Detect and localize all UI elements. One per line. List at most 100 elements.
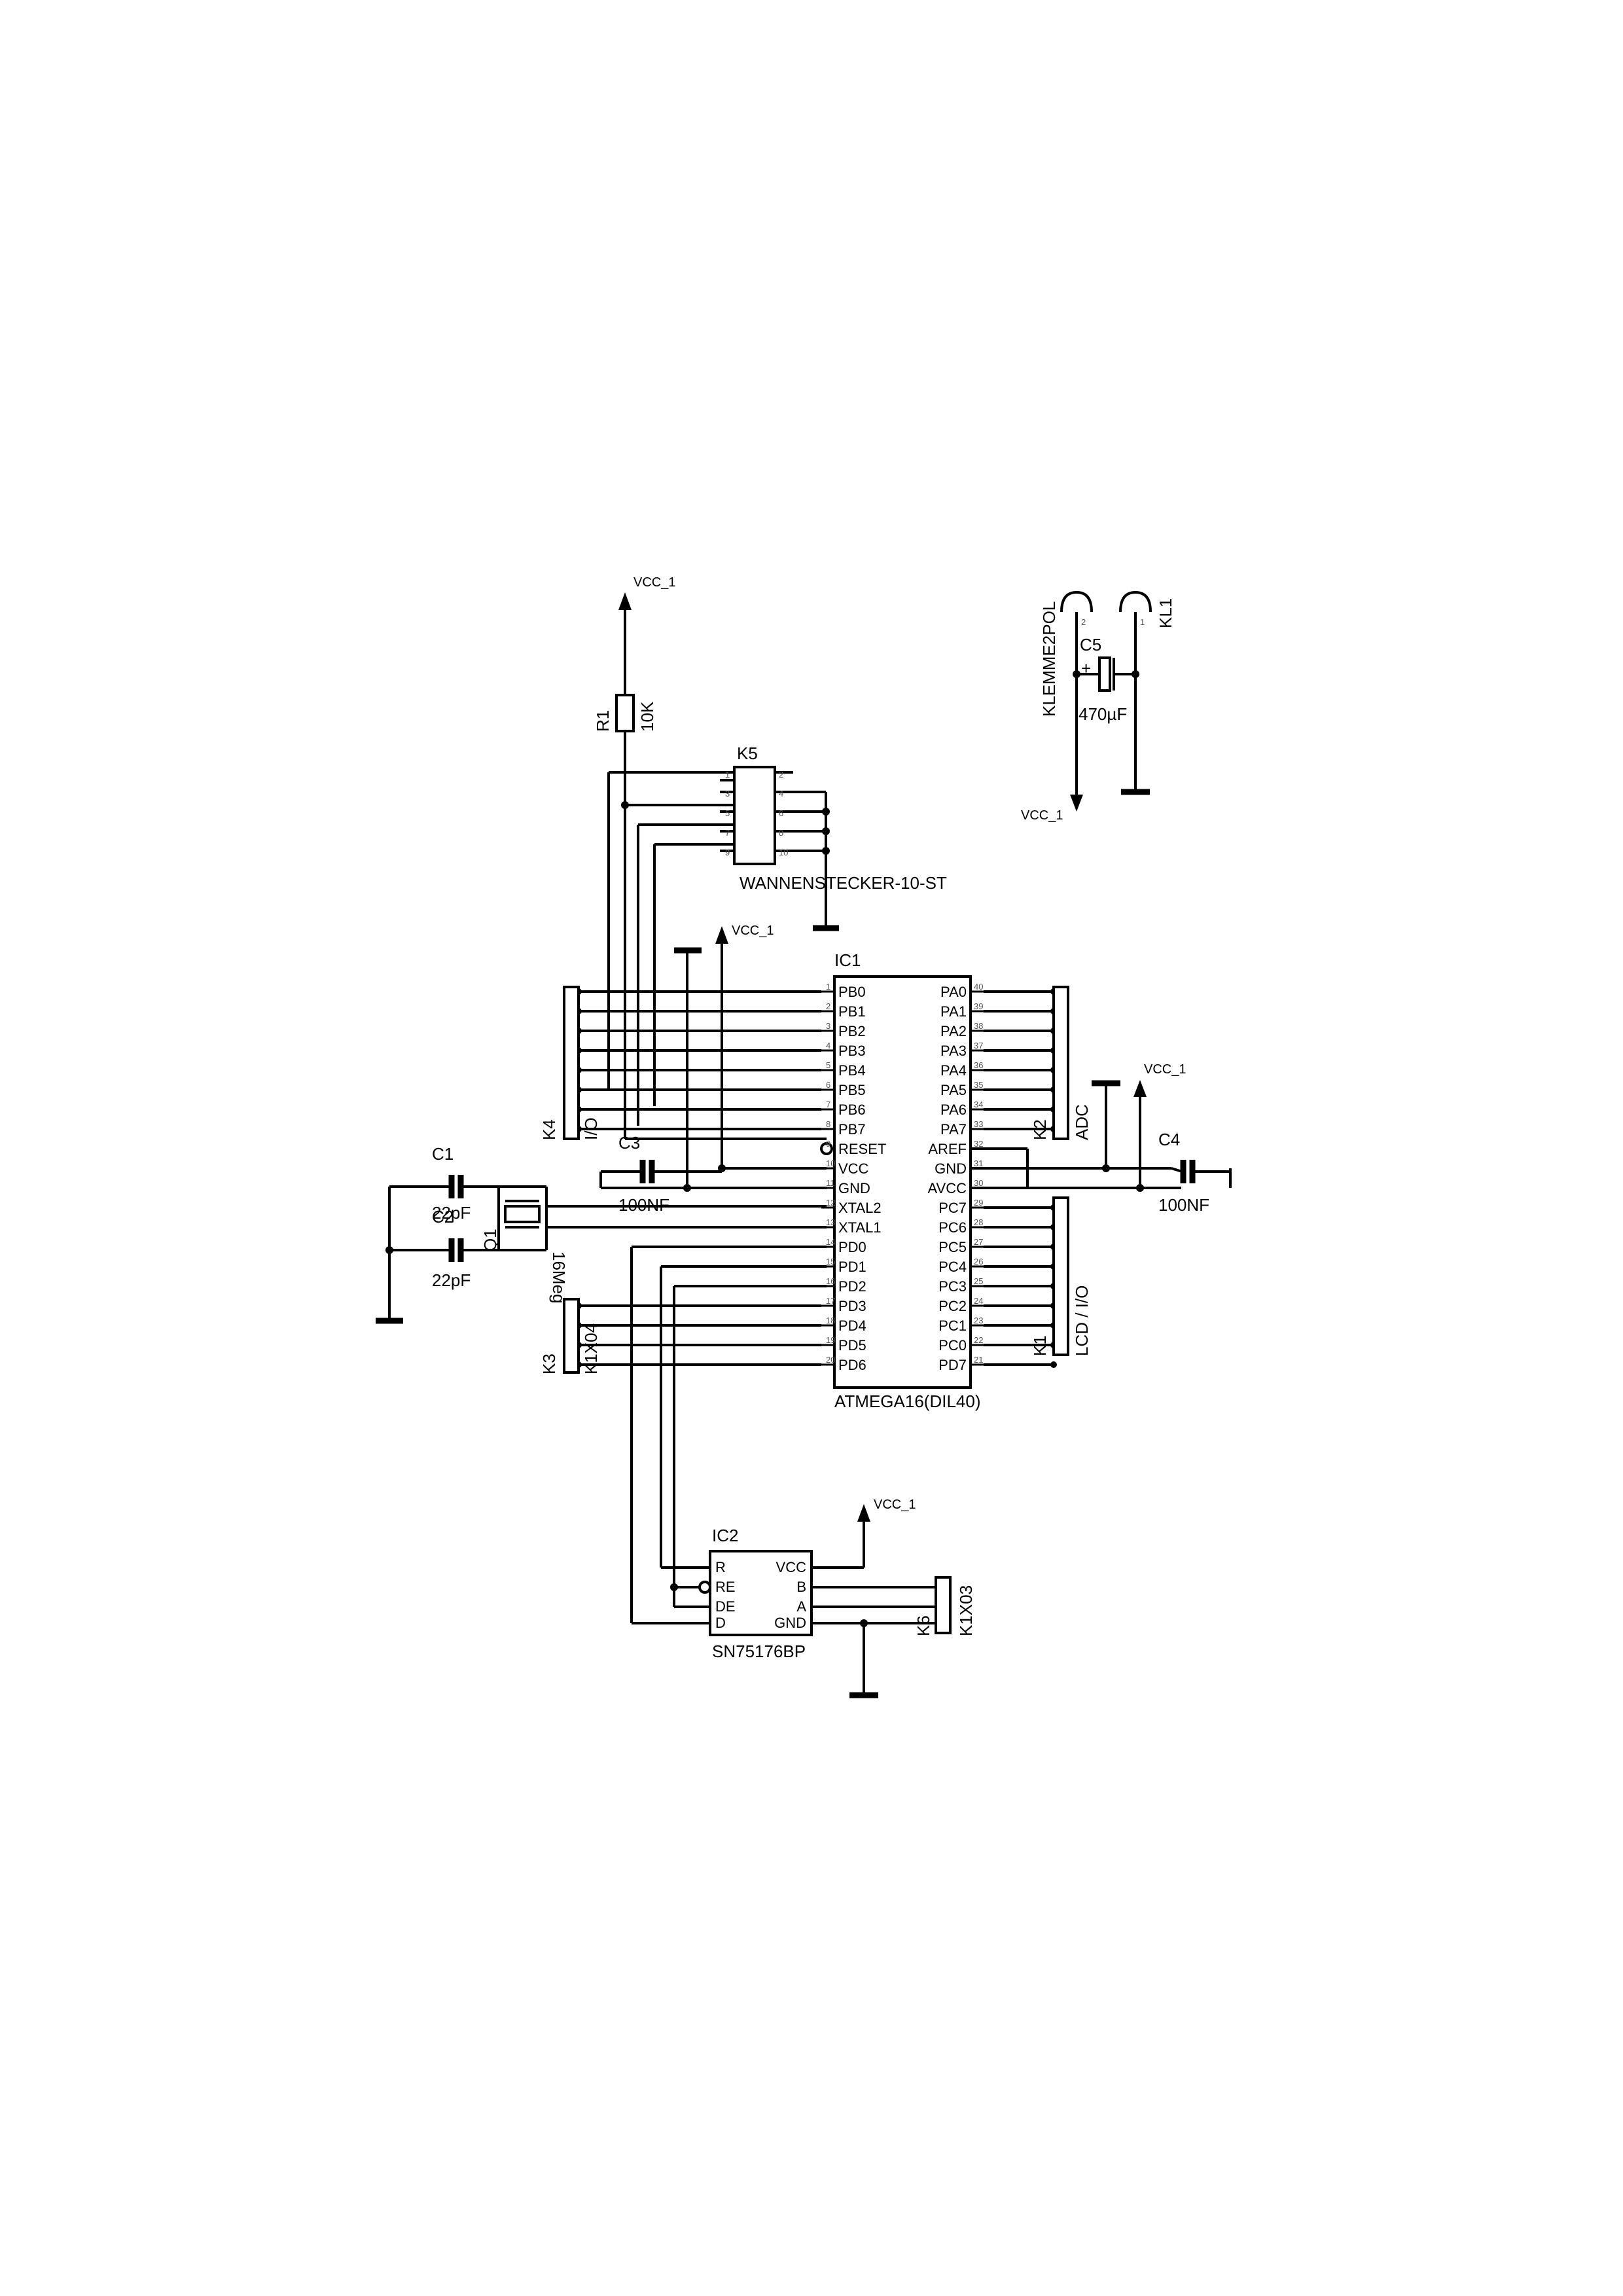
c1-value: 22pF (432, 1203, 471, 1223)
c5-polarity: + (1081, 658, 1091, 678)
k1-body (1052, 1196, 1069, 1356)
rs485-routing (630, 1246, 827, 1624)
k3-value: K1X04 (581, 1323, 601, 1374)
ic1-pin-label-pc4: PC4 (938, 1259, 967, 1275)
ic1-pin-num-34: 34 (974, 1100, 983, 1109)
ic1-pin-label-pa4: PA4 (940, 1062, 967, 1079)
vcc-label-analog: VCC_1 (1144, 1062, 1186, 1077)
k1-pin-dot-19 (1050, 1361, 1057, 1368)
c5-electrolytic (1098, 656, 1111, 692)
c3-ref: C3 (618, 1133, 640, 1153)
ic1-pin-label-reset: RESET (838, 1141, 886, 1157)
c5-value: 470µF (1079, 704, 1127, 724)
vcc-label-ic2: VCC_1 (874, 1498, 916, 1512)
k5-ref: K5 (737, 744, 758, 763)
ic1-pin-num-8: 8 (826, 1119, 830, 1129)
ic1-pin-label-pb2: PB2 (838, 1023, 866, 1039)
ic1-pin-num-26: 26 (974, 1257, 983, 1266)
power-input-block (1060, 590, 1152, 812)
r1-ref: R1 (593, 710, 613, 732)
ic1-pin-label-pb1: PB1 (838, 1003, 866, 1020)
ic1-pin-label-pc3: PC3 (938, 1278, 967, 1295)
ic1-supply-net (674, 926, 827, 1192)
terminal-pin-1: 1 (1140, 617, 1145, 627)
ic1-pin-num-13: 13 (826, 1217, 835, 1227)
re-inverter-bubble (698, 1581, 711, 1594)
ic1-pin-num-37: 37 (974, 1041, 983, 1050)
k4-body (563, 986, 580, 1140)
ic1-pin-num-4: 4 (826, 1041, 830, 1050)
c4-value: 100NF (1158, 1195, 1209, 1215)
ic2-pin-gnd: GND (774, 1615, 806, 1631)
k5-pin-10: 10 (779, 848, 788, 857)
ic1-pin-label-pc0: PC0 (938, 1337, 967, 1354)
ic1-pin-label-pa3: PA3 (940, 1043, 967, 1059)
ic2-pin-vcc: VCC (776, 1559, 807, 1575)
ic1-body (833, 975, 972, 1389)
k5-connector (607, 766, 839, 1126)
c3-capacitor (599, 1138, 827, 1189)
k1-ref: K1 (1030, 1335, 1050, 1356)
ic1-pin-num-32: 32 (974, 1139, 983, 1149)
ic2-pin-a: A (796, 1598, 806, 1615)
c4-ref: C4 (1158, 1130, 1180, 1149)
ic1-pin-label-pc5: PC5 (938, 1239, 967, 1255)
ic1-pin-num-21: 21 (974, 1355, 983, 1365)
ic1-pin-label-pa2: PA2 (940, 1023, 967, 1039)
ic1-pin-num-10: 10 (826, 1158, 835, 1168)
ic1-pin-label-pb0: PB0 (838, 984, 866, 1000)
k6-ref: K6 (914, 1615, 933, 1636)
ic1-pin-label-aref: AREF (928, 1141, 967, 1157)
k1-value: LCD / I/O (1072, 1285, 1092, 1356)
k6-value: K1X03 (956, 1585, 976, 1636)
ic1-pin-label-pb4: PB4 (838, 1062, 866, 1079)
ic1-pin-num-35: 35 (974, 1080, 983, 1090)
k6-body (935, 1576, 952, 1634)
ic1-pin-num-39: 39 (974, 1001, 983, 1011)
ic1-pin-num-12: 12 (826, 1198, 835, 1208)
c5-ref: C5 (1080, 635, 1101, 655)
ic2-pin-de: DE (715, 1598, 736, 1615)
ic1-pin-num-5: 5 (826, 1060, 830, 1070)
ic1-right-pin-lines (971, 988, 1057, 1368)
k2-connector (1052, 986, 1069, 1140)
q1-crystal (504, 1205, 541, 1223)
k5-pin-6: 6 (779, 808, 783, 818)
ic1-pin-label-pd6: PD6 (838, 1357, 866, 1373)
ic2-pin-b: B (796, 1579, 806, 1595)
ic1-pin-label-pb6: PB6 (838, 1102, 866, 1118)
ic1-pin-num-31: 31 (974, 1158, 983, 1168)
ic1-pin-num-17: 17 (826, 1296, 835, 1306)
ic1-atmega16 (575, 975, 1057, 1389)
k5-pin-9: 9 (725, 848, 730, 857)
k5-body (733, 766, 776, 865)
ic1-pin-num-7: 7 (826, 1100, 830, 1109)
ic1-pin-num-27: 27 (974, 1237, 983, 1247)
k2-value: ADC (1072, 1104, 1092, 1140)
vcc-label-power-in: VCC_1 (1021, 808, 1063, 823)
ic1-pin-label-pa7: PA7 (940, 1121, 967, 1138)
ic2-ref: IC2 (712, 1526, 738, 1545)
ic2-body (709, 1550, 813, 1636)
q1-value: 16Meg (549, 1251, 569, 1304)
ic1-pin-label-pa0: PA0 (940, 984, 967, 1000)
ic2-sn75176 (698, 1504, 952, 1698)
ic1-ref: IC1 (834, 950, 861, 970)
ic1-left-pin-lines (575, 988, 834, 1368)
k5-pin-2: 2 (779, 770, 783, 780)
ic1-pin-label-pd0: PD0 (838, 1239, 866, 1255)
ic2-value: SN75176BP (712, 1641, 806, 1661)
ic1-pin-num-36: 36 (974, 1060, 983, 1070)
k5-pin-4: 4 (779, 789, 783, 798)
ic1-pin-num-16: 16 (826, 1276, 835, 1286)
ic1-pin-num-19: 19 (826, 1335, 835, 1345)
ic1-pin-label-pc2: PC2 (938, 1298, 967, 1314)
ic1-pin-num-9: 9 (826, 1139, 830, 1149)
r1-resistor (615, 694, 635, 732)
c1-ref: C1 (432, 1144, 454, 1164)
ic1-pin-label-pc6: PC6 (938, 1219, 967, 1236)
ic1-pin-num-25: 25 (974, 1276, 983, 1286)
ic1-pin-num-40: 40 (974, 982, 983, 992)
ic1-pin-label-pc1: PC1 (938, 1318, 967, 1334)
reset-inverter-bubble (820, 1142, 833, 1155)
